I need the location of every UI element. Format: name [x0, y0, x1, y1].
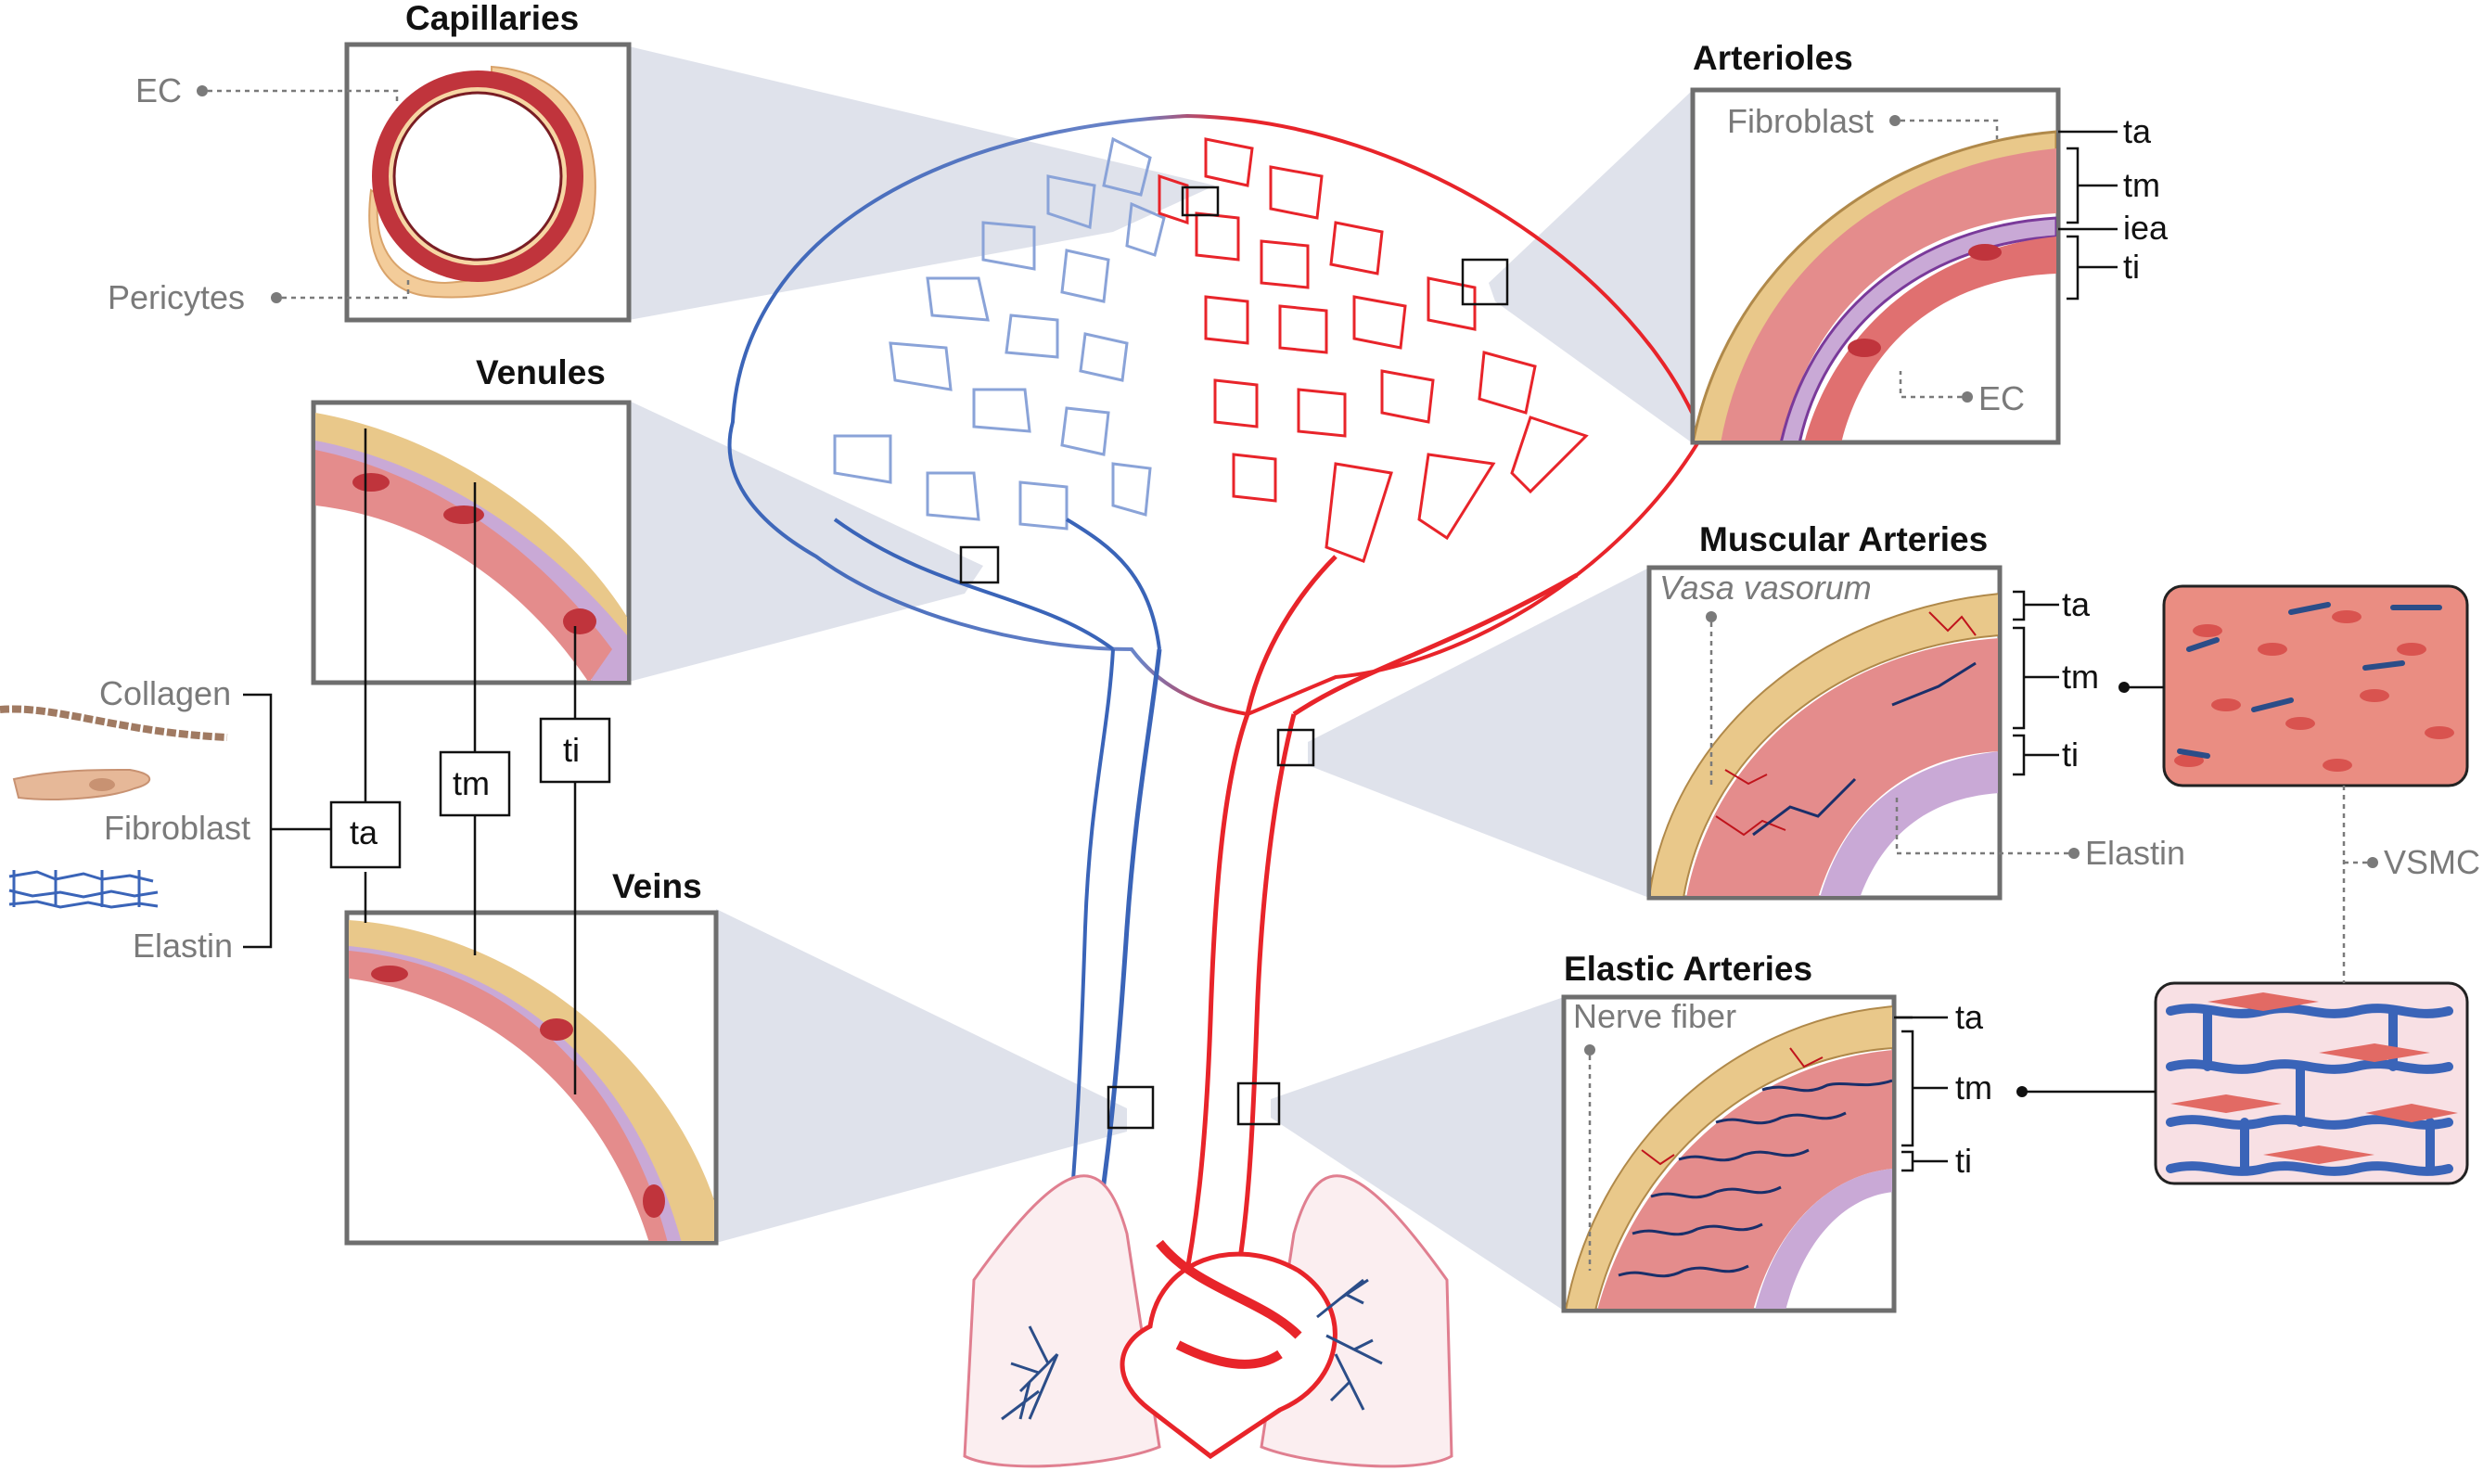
capillaries-pericytes-dot	[271, 292, 282, 303]
legend-tm-box	[439, 750, 511, 817]
cone-capillaries	[629, 46, 1215, 320]
legend-ti-box	[539, 717, 611, 784]
bronchial-trees	[1001, 1278, 1383, 1421]
muscular-ti: ti	[2062, 736, 2079, 774]
veins-title: Veins	[612, 867, 702, 905]
muscular-arteries-panel: Muscular Arteries Vasa vasorum Elastin t…	[1646, 520, 2185, 901]
elastic-nerve-label: Nerve fiber	[1573, 997, 1736, 1035]
elastic-ti: ti	[1955, 1142, 1972, 1180]
elastic-arteries-panel: Elastic Arteries Nerve fiber ta tm ti	[1561, 950, 1992, 1313]
elastic-ta: ta	[1955, 998, 1984, 1036]
arterioles-panel: Arterioles Fibroblast EC ta tm iea ti	[1690, 39, 2169, 445]
capillaries-pericytes-label: Pericytes	[108, 278, 245, 316]
arterioles-ti: ti	[2123, 248, 2140, 286]
lungs	[963, 1174, 1453, 1468]
cone-venules	[629, 401, 983, 682]
focus-box-muscular	[1276, 728, 1315, 767]
capillaries-pericytes-leader	[282, 278, 410, 300]
cone-veins	[716, 909, 1127, 1243]
vsmc-label: VSMC	[2384, 843, 2480, 881]
capillary-bed-outline	[727, 113, 1705, 717]
muscular-ta: ta	[2062, 585, 2091, 623]
venules-panel: Venules	[311, 353, 632, 685]
muscular-vasa-label: Vasa vasorum	[1659, 569, 1872, 607]
arterioles-ec-label: EC	[1978, 379, 2025, 417]
focus-box-elastic	[1236, 1081, 1281, 1126]
focus-box-arterioles	[1461, 258, 1509, 306]
arterioles-ta: ta	[2123, 112, 2152, 150]
legend-bracket	[243, 693, 331, 949]
capillaries-ec-label: EC	[135, 71, 182, 109]
arterioles-title: Arterioles	[1693, 39, 1853, 77]
focus-box-veins	[1107, 1085, 1155, 1130]
capillaries-title: Capillaries	[405, 0, 579, 37]
vascular-tree	[727, 113, 1705, 1468]
venules-title: Venules	[476, 353, 606, 391]
capillaries-panel: Capillaries EC Pericytes	[108, 0, 632, 323]
capillaries-ec-leader	[208, 89, 399, 104]
arterioles-tm: tm	[2123, 166, 2160, 204]
muscular-tm: tm	[2062, 658, 2099, 696]
legend-ta-box	[329, 800, 402, 869]
legend-tm-label: tm	[453, 764, 490, 802]
heart	[1120, 1251, 1337, 1460]
cone-elastic	[1271, 997, 1564, 1311]
fibroblast-icon	[12, 768, 151, 800]
legend-elastin: Elastin	[133, 927, 233, 965]
elastic-title: Elastic Arteries	[1564, 950, 1812, 988]
elastic-tm: tm	[1955, 1068, 1992, 1107]
cone-muscular	[1308, 568, 1649, 898]
capillaries-ec-dot	[197, 85, 208, 96]
layer-legend: ta tm ti Collagen Fibroblast Elastin	[0, 429, 611, 1094]
cone-arterioles	[1489, 90, 1693, 443]
legend-ti-label: ti	[563, 731, 580, 769]
legend-ta-label: ta	[350, 813, 378, 851]
muscular-title: Muscular Arteries	[1699, 520, 1988, 558]
arterioles-fibroblast-label: Fibroblast	[1727, 102, 1874, 140]
elastin-icon	[8, 870, 159, 909]
focus-box-capillaries	[1181, 186, 1220, 217]
artery-trunk	[1175, 713, 1250, 1318]
collagen-icon	[0, 705, 228, 741]
muscular-elastin-label: Elastin	[2085, 834, 2185, 872]
vsmc-muscular-tile	[2162, 584, 2469, 787]
legend-fibroblast: Fibroblast	[104, 809, 250, 847]
focus-box-venules	[959, 545, 1000, 584]
veins-panel: Veins	[344, 867, 719, 1246]
projection-cones	[629, 46, 1693, 1311]
legend-collagen: Collagen	[99, 674, 231, 712]
vsmc-tiles: VSMC	[2016, 584, 2480, 1185]
capillary-lumen	[392, 91, 563, 262]
arterioles-iea: iea	[2123, 209, 2169, 247]
